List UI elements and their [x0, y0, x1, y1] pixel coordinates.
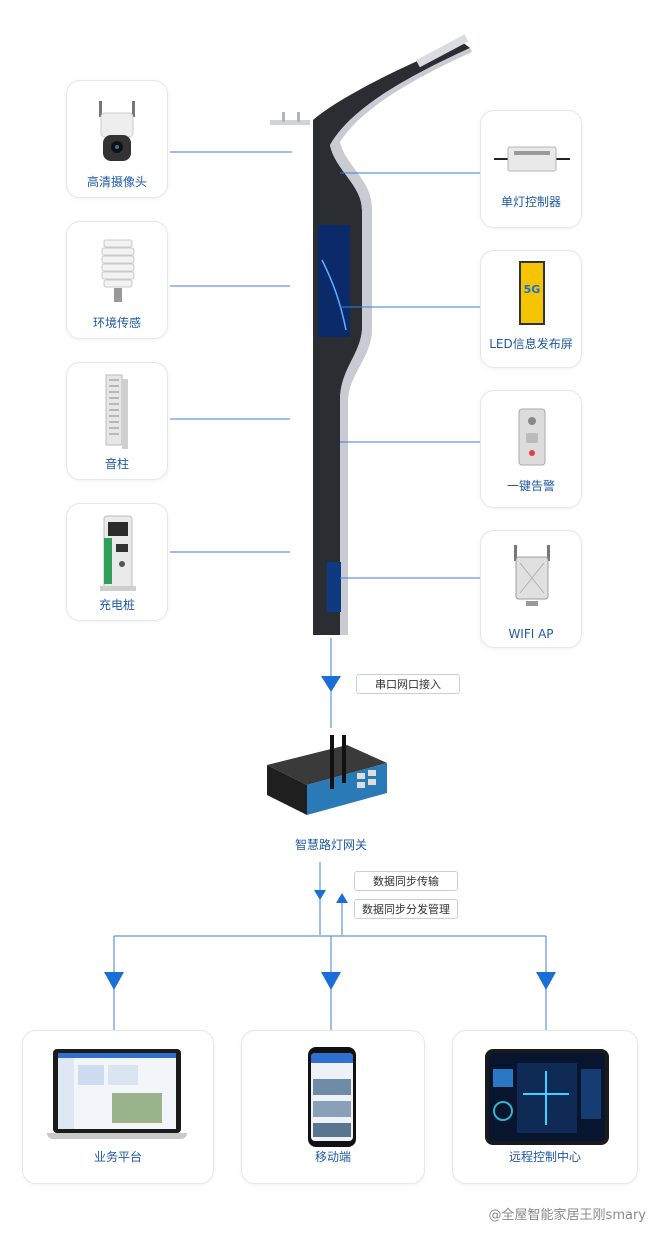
endpoint-card-mobile[interactable]: 移动端 [241, 1030, 425, 1184]
watermark: @全屋智能家居王刚smary [488, 1208, 646, 1223]
device-label: 环境传感 [92, 316, 141, 330]
phone-icon [308, 1047, 356, 1147]
device-card-camera[interactable]: 高清摄像头 [66, 80, 168, 198]
led-screen-text: 5G [523, 283, 541, 296]
arrow-down-icon [104, 972, 124, 990]
device-label: 一键告警 [506, 479, 555, 493]
endpoint-card-remote[interactable]: 远程控制中心 [452, 1030, 638, 1184]
speaker-icon [105, 374, 128, 449]
device-label: 单灯控制器 [500, 195, 561, 209]
arrow-down-icon [321, 676, 341, 692]
arrow-down-icon [321, 972, 341, 990]
led-screen-icon: 5G [519, 261, 545, 325]
device-card-env[interactable]: 环境传感 [66, 221, 168, 339]
alarm-button-icon [518, 408, 546, 466]
arrow-down-icon [536, 972, 556, 990]
device-label: WIFI AP [508, 627, 554, 641]
device-card-wifi[interactable]: WIFI AP [480, 530, 582, 648]
sync-tag-transfer: 数据同步传输 [354, 871, 458, 891]
endpoint-label: 移动端 [314, 1150, 351, 1164]
wifi-ap-icon [514, 545, 550, 606]
arrow-down-small-icon [314, 890, 326, 900]
smart-pole [270, 34, 472, 635]
device-label: 音柱 [104, 457, 129, 471]
device-card-charger[interactable]: 充电桩 [66, 503, 168, 621]
device-label: 充电桩 [98, 598, 135, 612]
sensor-icon [101, 239, 135, 302]
endpoint-label: 远程控制中心 [508, 1150, 581, 1164]
sync-tag-distribute: 数据同步分发管理 [354, 899, 458, 919]
gateway-label: 智慧路灯网关 [294, 838, 367, 852]
endpoint-card-business[interactable]: 业务平台 [22, 1030, 214, 1184]
controller-icon [494, 146, 570, 172]
charger-icon [100, 515, 136, 591]
laptop-icon [47, 1049, 187, 1145]
connect-tag: 串口网口接入 [356, 674, 460, 694]
device-card-alarm[interactable]: 一键告警 [480, 390, 582, 508]
gateway-icon [267, 735, 387, 815]
device-card-lampctl[interactable]: 单灯控制器 [480, 110, 582, 228]
tablet-icon [485, 1049, 609, 1145]
camera-icon [99, 101, 135, 161]
device-card-speaker[interactable]: 音柱 [66, 362, 168, 480]
endpoint-label: 业务平台 [93, 1150, 142, 1164]
device-label: 高清摄像头 [86, 175, 147, 189]
device-card-led[interactable]: 5G LED信息发布屏 [480, 250, 582, 368]
device-label: LED信息发布屏 [489, 337, 573, 351]
arrow-up-small-icon [336, 893, 348, 903]
